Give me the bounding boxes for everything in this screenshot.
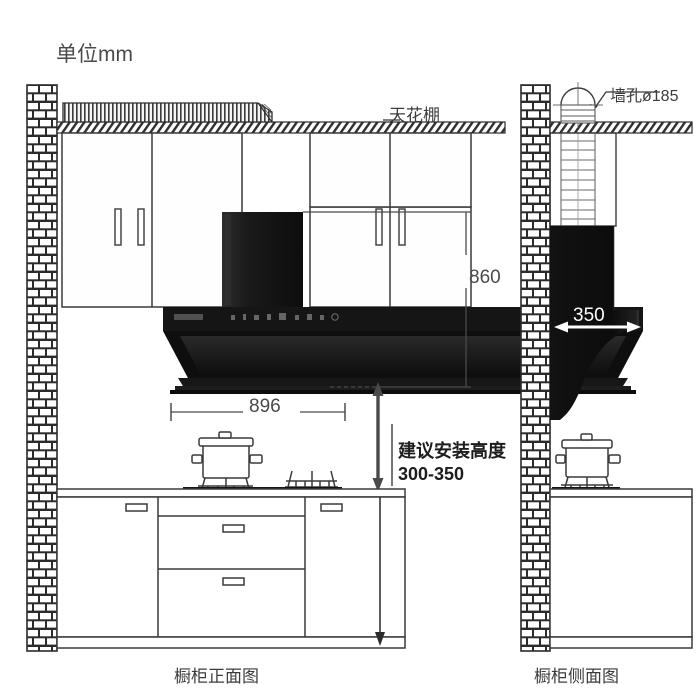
dimension-350-value: 350 bbox=[573, 305, 605, 326]
duct-upper bbox=[560, 104, 596, 124]
ceiling-slab-side bbox=[549, 121, 693, 134]
range-hood-chimney-front bbox=[222, 212, 303, 307]
upper-cabinet-left bbox=[61, 132, 243, 308]
unit-label: 单位mm bbox=[56, 43, 133, 66]
wall-hole-label: 墙孔ø185 bbox=[610, 88, 679, 105]
ceiling-label: 天花棚 bbox=[389, 106, 440, 125]
ceiling-soffit bbox=[62, 102, 273, 123]
cabinet-handle bbox=[125, 503, 148, 512]
cooking-pot bbox=[191, 431, 263, 479]
caption-front-view: 橱柜正面图 bbox=[174, 667, 259, 686]
range-hood-side bbox=[550, 226, 639, 420]
cooking-pot-side bbox=[555, 433, 621, 478]
ceiling-slab bbox=[56, 121, 506, 134]
brand-logo bbox=[174, 314, 203, 320]
dimension-350-arrow bbox=[554, 321, 641, 333]
dimension-896-value: 896 bbox=[249, 396, 281, 417]
control-panel-icons bbox=[231, 313, 339, 321]
cabinet-handle bbox=[320, 503, 343, 512]
dimension-860 bbox=[303, 211, 471, 388]
cabinet-handle bbox=[114, 208, 122, 246]
install-height-arrow bbox=[372, 382, 384, 492]
dimension-860-value: 860 bbox=[469, 267, 501, 288]
install-height-note: 建议安装高度 300-350 bbox=[398, 440, 506, 486]
duct-lower bbox=[560, 132, 596, 227]
cabinet-handle bbox=[375, 208, 383, 246]
cabinet-handle bbox=[137, 208, 145, 246]
countertop-side bbox=[549, 487, 693, 498]
front-view-brick-wall bbox=[26, 84, 58, 652]
cabinet-handle bbox=[222, 524, 245, 533]
floor-arrow bbox=[375, 497, 385, 646]
countertop-front bbox=[56, 487, 406, 498]
caption-side-view: 橱柜侧面图 bbox=[534, 667, 619, 686]
install-note-line1: 建议安装高度 bbox=[398, 441, 506, 461]
base-cabinets-front bbox=[56, 496, 406, 649]
side-view-brick-wall bbox=[520, 84, 551, 652]
dimension-896 bbox=[170, 403, 346, 421]
gas-burner-right bbox=[285, 470, 338, 488]
cabinet-handle bbox=[222, 577, 245, 586]
base-cabinet-side bbox=[549, 496, 693, 649]
install-note-line2: 300-350 bbox=[398, 464, 465, 485]
upper-cabinet-right bbox=[309, 132, 472, 308]
cabinet-handle bbox=[398, 208, 406, 246]
